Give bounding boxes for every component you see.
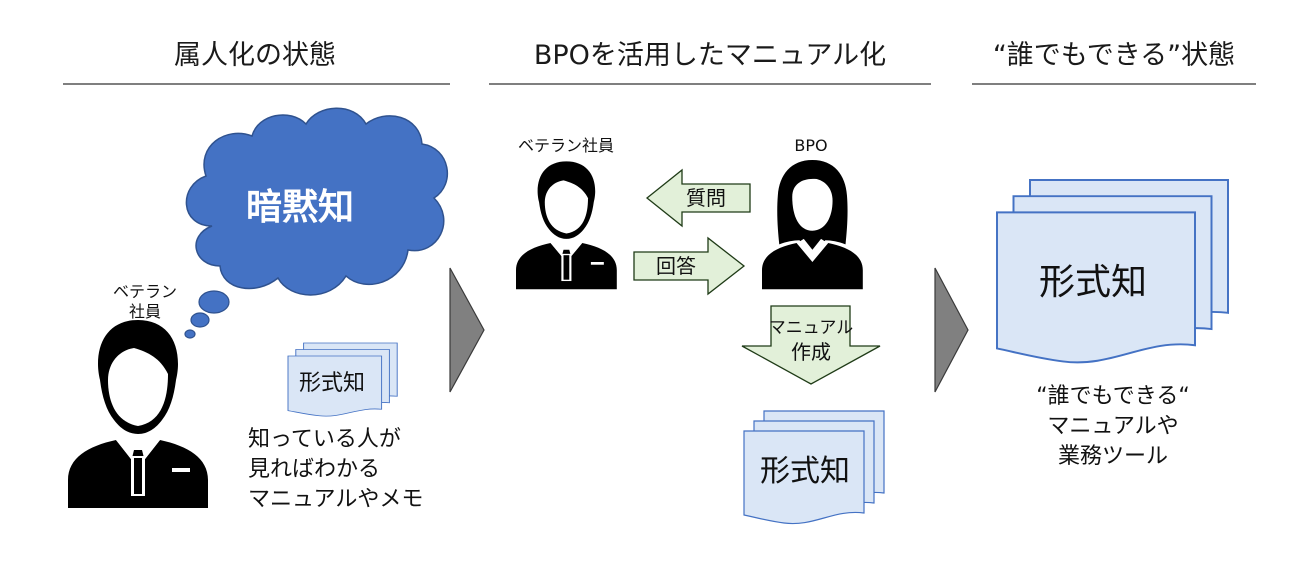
right-caption-line1: “誰でもできる“ [1036, 384, 1189, 409]
middle-veteran-label: ベテラン社員 [518, 136, 614, 155]
middle-veteran-icon [516, 161, 617, 290]
left-person-label-line2: 社員 [129, 302, 161, 321]
right-document-label: 形式知 [1039, 262, 1147, 303]
middle-section-title: BPOを活用したマニュアル化 [534, 40, 886, 71]
veteran-employee-icon [68, 320, 208, 508]
cloud-label: 暗黙知 [246, 187, 354, 228]
answer-arrow-label: 回答 [656, 254, 696, 278]
flow-chevron-1 [449, 267, 485, 393]
middle-bpo-label: BPO [794, 136, 827, 155]
question-arrow [645, 168, 751, 228]
left-document-label: 形式知 [299, 371, 365, 396]
left-caption-line2: 見ればわかる [248, 457, 380, 482]
tacit-knowledge-cloud [184, 107, 449, 339]
left-section-title: 属人化の状態 [174, 40, 336, 71]
left-caption-line1: 知っている人が [248, 427, 401, 452]
right-caption-line2: マニュアルや [1047, 414, 1178, 439]
left-person-label-line1: ベテラン [113, 282, 177, 301]
manual-creation-label-line1: マニュアル [769, 318, 854, 338]
manual-creation-arrow [741, 305, 881, 385]
middle-document-label: 形式知 [760, 454, 850, 489]
question-arrow-label: 質問 [686, 186, 726, 210]
right-section-title: “誰でもできる”状態 [993, 40, 1235, 71]
right-caption-line3: 業務ツール [1058, 444, 1168, 469]
flow-chevron-2 [934, 267, 969, 393]
bpo-staff-icon [762, 160, 863, 290]
answer-arrow [633, 236, 746, 296]
manual-creation-label-line2: 作成 [791, 340, 831, 364]
left-caption-line3: マニュアルやメモ [248, 487, 423, 512]
